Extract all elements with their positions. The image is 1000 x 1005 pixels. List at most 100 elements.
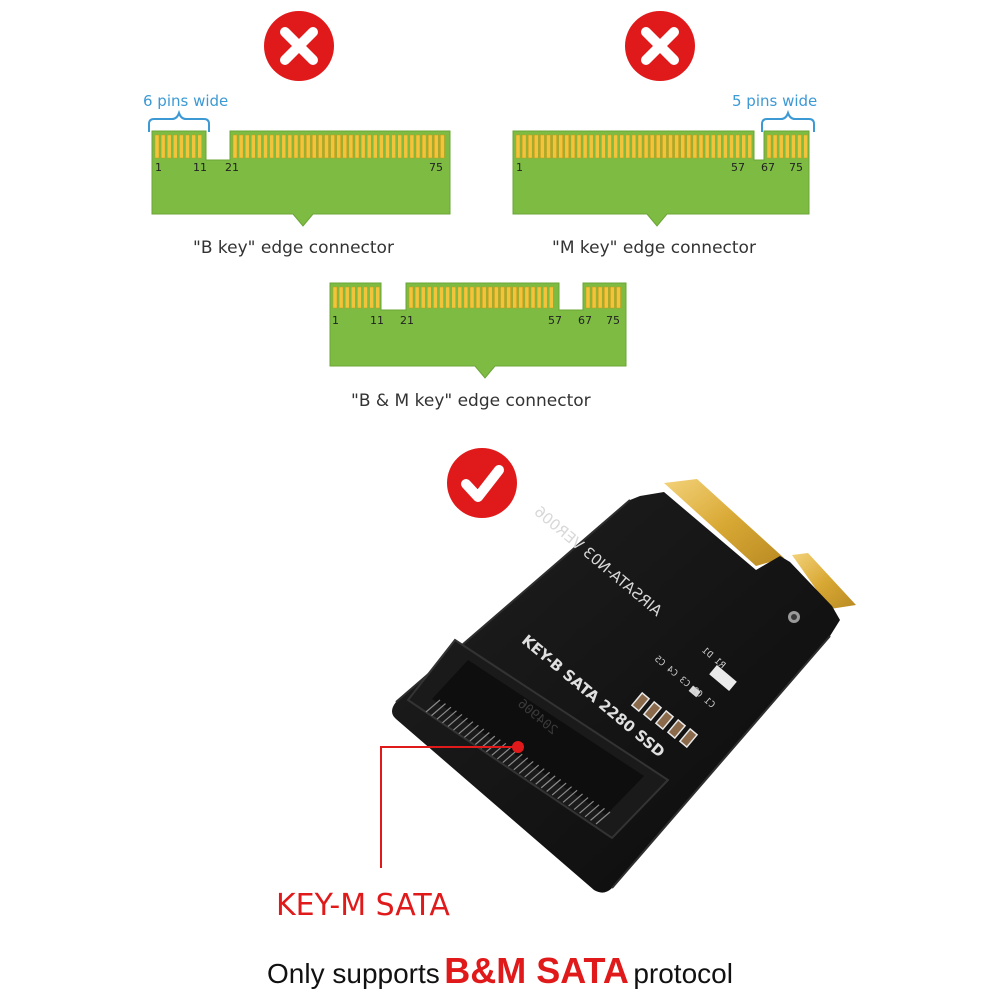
b-key-bracket <box>148 109 210 132</box>
pin <box>741 134 746 159</box>
pin <box>391 134 396 159</box>
pin <box>354 134 360 159</box>
socket-pin <box>463 724 479 738</box>
pin <box>604 286 609 309</box>
socket-pin <box>524 764 540 778</box>
socket-pin <box>529 768 545 782</box>
socket-pin <box>453 717 468 731</box>
pin <box>469 286 475 309</box>
pin <box>698 134 704 159</box>
pin <box>191 134 196 159</box>
socket-pin <box>513 757 529 771</box>
capacitor <box>678 727 699 749</box>
pin <box>534 134 539 159</box>
pin <box>637 134 643 159</box>
b-key-connector <box>148 109 451 227</box>
pin <box>385 134 390 159</box>
socket-pin <box>431 703 446 717</box>
bm-key-connector <box>329 282 627 379</box>
pin <box>427 134 433 159</box>
pin <box>357 286 362 309</box>
pin <box>668 134 673 159</box>
pin <box>536 286 542 309</box>
pin <box>344 286 350 309</box>
pin <box>588 134 594 159</box>
pin <box>662 134 667 159</box>
adapter-pcb <box>392 492 840 893</box>
socket-pin <box>474 732 490 745</box>
pin <box>616 286 621 309</box>
pin <box>160 134 166 159</box>
pin <box>287 134 293 159</box>
pin <box>251 134 256 159</box>
pin <box>439 286 444 309</box>
pin <box>512 286 517 309</box>
pin <box>403 134 409 159</box>
callout-line <box>380 746 518 868</box>
pin <box>457 286 463 309</box>
cross-icon <box>264 11 334 81</box>
adapter-capacitors <box>630 691 699 749</box>
pin <box>524 286 530 309</box>
socket-pin <box>507 753 523 767</box>
pin <box>549 286 554 309</box>
socket-pin <box>442 710 457 724</box>
pin <box>434 134 439 159</box>
pin <box>643 134 649 159</box>
pin <box>506 286 511 309</box>
pin <box>582 134 588 159</box>
footer-suffix: protocol <box>633 958 733 989</box>
b-key-caption: "B key" edge connector <box>193 238 394 258</box>
pin <box>324 134 329 159</box>
pin <box>433 286 438 309</box>
pin <box>607 134 612 159</box>
pin <box>515 134 521 159</box>
bm-key-pin-number: 1 <box>332 314 339 327</box>
pin <box>631 134 637 159</box>
m-key-pins-right <box>766 134 808 159</box>
b-key-pins-left <box>154 134 202 159</box>
m-key-bracket <box>761 109 815 132</box>
pin <box>440 134 445 159</box>
pin <box>238 134 244 159</box>
socket-pin <box>595 811 611 825</box>
pin <box>281 134 287 159</box>
pin <box>336 134 341 159</box>
footer-prefix: Only supports <box>267 958 440 989</box>
pin <box>625 134 631 159</box>
socket-pin <box>436 706 452 720</box>
bm-key-pins-middle <box>408 286 554 309</box>
socket-pin <box>458 721 474 735</box>
socket-pin <box>573 797 589 811</box>
pin <box>475 286 481 309</box>
pin <box>552 134 557 159</box>
pin <box>173 134 178 159</box>
pin <box>613 134 618 159</box>
pin <box>778 134 784 159</box>
b-key-pin-number: 75 <box>429 161 443 174</box>
m-key-caption: "M key" edge connector <box>552 238 756 258</box>
pin <box>263 134 268 159</box>
pin <box>540 134 545 159</box>
pin <box>269 134 274 159</box>
socket-pin <box>425 699 441 713</box>
pin <box>348 134 354 159</box>
capacitor <box>630 691 651 713</box>
b-key-pin-number: 11 <box>193 161 207 174</box>
pin <box>747 134 753 159</box>
pin <box>379 134 384 159</box>
bm-key-pins-left <box>332 286 380 309</box>
adapter-board: AIRSATA-N03 VER006 KEY-B SATA 2280 SSD 2… <box>392 479 856 893</box>
bm-key-pin-number: 67 <box>578 314 592 327</box>
callout <box>380 741 524 868</box>
pin <box>351 286 356 309</box>
pin <box>649 134 655 159</box>
adapter-gold-finger-wide <box>664 479 784 566</box>
pin <box>197 134 202 159</box>
pin <box>305 134 311 159</box>
pin <box>366 134 372 159</box>
pin <box>546 134 551 159</box>
pin <box>332 286 338 309</box>
capacitor <box>654 709 675 731</box>
pin <box>772 134 778 159</box>
